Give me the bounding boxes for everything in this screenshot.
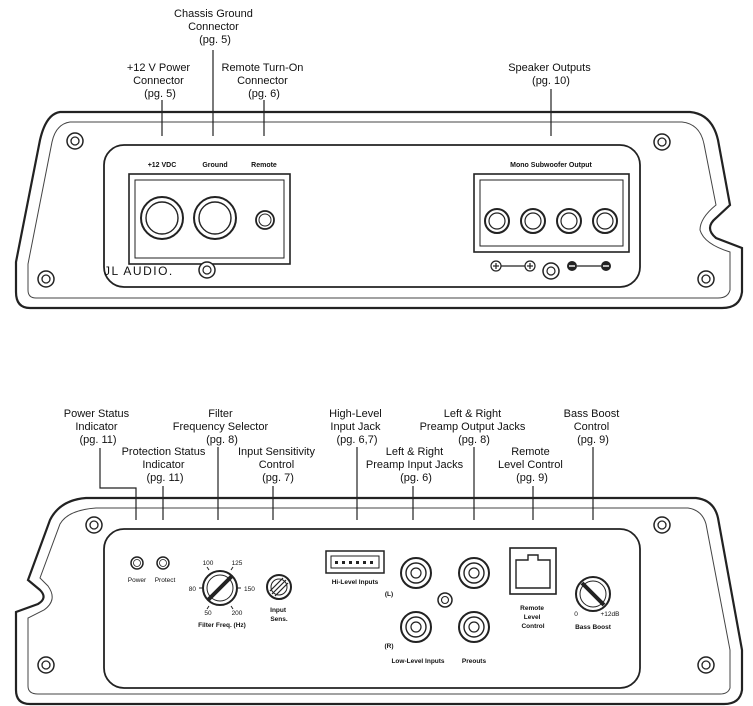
callout-protection-status: Protection Status Indicator (pg. 11) <box>122 446 209 484</box>
minus-icon <box>567 261 577 271</box>
label-hi-level: Hi-Level Inputs <box>332 579 379 586</box>
tick-200: 200 <box>232 610 243 617</box>
protect-led <box>156 556 170 570</box>
bass-boost-knob[interactable] <box>575 576 611 612</box>
label-ground: Ground <box>202 162 227 169</box>
tick-125: 125 <box>232 560 243 567</box>
top-screw-tr <box>653 133 671 151</box>
label-filter-freq: Filter Freq. (Hz) <box>198 622 246 629</box>
speaker-terminal-4[interactable] <box>592 208 618 234</box>
bottom-faceplate <box>103 528 641 689</box>
callout-remote-connector: Remote Turn-On Connector (pg. 6) <box>222 62 307 100</box>
label-low-level: Low-Level Inputs <box>391 658 444 665</box>
bottom-view: Power Protect 100 125 80 150 50 200 Filt… <box>14 408 744 706</box>
logo-screw <box>198 261 216 279</box>
speaker-terminal-3[interactable] <box>556 208 582 234</box>
label-remote: Remote <box>251 162 277 169</box>
tick-50: 50 <box>204 610 212 617</box>
callout-preamp-inputs: Left & Right Preamp Input Jacks (pg. 6) <box>366 446 466 484</box>
callout-filter-frequency: Filter Frequency Selector (pg. 8) <box>173 408 271 446</box>
label-right-channel: (R) <box>384 643 393 650</box>
callout-power-status: Power Status Indicator (pg. 11) <box>64 408 132 446</box>
callout-bass-boost: Bass Boost Control (pg. 9) <box>564 408 623 446</box>
bottom-screw-tr <box>653 516 671 534</box>
label-bass-min: 0 <box>574 611 578 618</box>
label-left-channel: (L) <box>385 591 393 598</box>
callout-remote-level: Remote Level Control (pg. 9) <box>498 446 566 484</box>
preamp-input-left[interactable] <box>400 557 432 589</box>
preamp-output-right[interactable] <box>458 611 490 643</box>
label-mono-sub-output: Mono Subwoofer Output <box>510 162 592 169</box>
input-sensitivity-knob[interactable] <box>266 574 292 600</box>
callout-speaker-outputs: Speaker Outputs (pg. 10) <box>508 62 594 87</box>
jl-audio-logo: JL AUDIO. <box>104 264 174 278</box>
label-input-sens: Input Sens. <box>270 607 288 623</box>
minus-icon <box>601 261 611 271</box>
bottom-screw-bl <box>37 656 55 674</box>
hi-level-input-jack[interactable] <box>325 550 385 574</box>
center-screw <box>542 262 560 280</box>
top-screw-br <box>697 270 715 288</box>
tick-100: 100 <box>203 560 214 567</box>
label-bass-max: +12dB <box>601 611 620 618</box>
top-screw-bl <box>37 270 55 288</box>
top-chassis-inner <box>27 121 731 299</box>
label-12vdc: +12 VDC <box>148 162 177 169</box>
tick-150: 150 <box>244 586 255 593</box>
preamp-input-right[interactable] <box>400 611 432 643</box>
label-preouts: Preouts <box>462 658 487 665</box>
callout-high-level-input: High-Level Input Jack (pg. 6,7) <box>329 408 385 446</box>
power-led <box>130 556 144 570</box>
plus-icon <box>524 260 536 272</box>
bottom-chassis-inner <box>27 507 731 695</box>
callout-ground-connector: Chassis Ground Connector (pg. 5) <box>174 8 256 46</box>
filter-frequency-knob[interactable] <box>199 566 241 610</box>
plus-icon <box>490 260 502 272</box>
callout-preamp-outputs: Left & Right Preamp Output Jacks (pg. 8) <box>420 408 529 446</box>
center-screw <box>437 592 453 608</box>
speaker-terminal-2[interactable] <box>520 208 546 234</box>
power-terminal[interactable] <box>140 196 184 240</box>
remote-terminal[interactable] <box>255 210 275 230</box>
preamp-output-left[interactable] <box>458 557 490 589</box>
top-view: +12 VDC Ground Remote JL AUDIO. Mono Sub… <box>14 8 744 310</box>
label-power-led: Power <box>128 577 147 584</box>
ground-terminal[interactable] <box>193 196 237 240</box>
label-remote-level: Remote Level Control <box>520 605 546 630</box>
callout-input-sensitivity: Input Sensitivity Control (pg. 7) <box>238 446 318 484</box>
callout-power-connector: +12 V Power Connector (pg. 5) <box>127 62 193 100</box>
tick-80: 80 <box>189 586 197 593</box>
label-bass-boost: Bass Boost <box>575 624 612 631</box>
bottom-screw-br <box>697 656 715 674</box>
bottom-screw-tl <box>85 516 103 534</box>
remote-level-jack[interactable] <box>509 547 557 595</box>
top-screw-tl <box>66 132 84 150</box>
speaker-terminal-1[interactable] <box>484 208 510 234</box>
label-protect-led: Protect <box>155 577 176 584</box>
